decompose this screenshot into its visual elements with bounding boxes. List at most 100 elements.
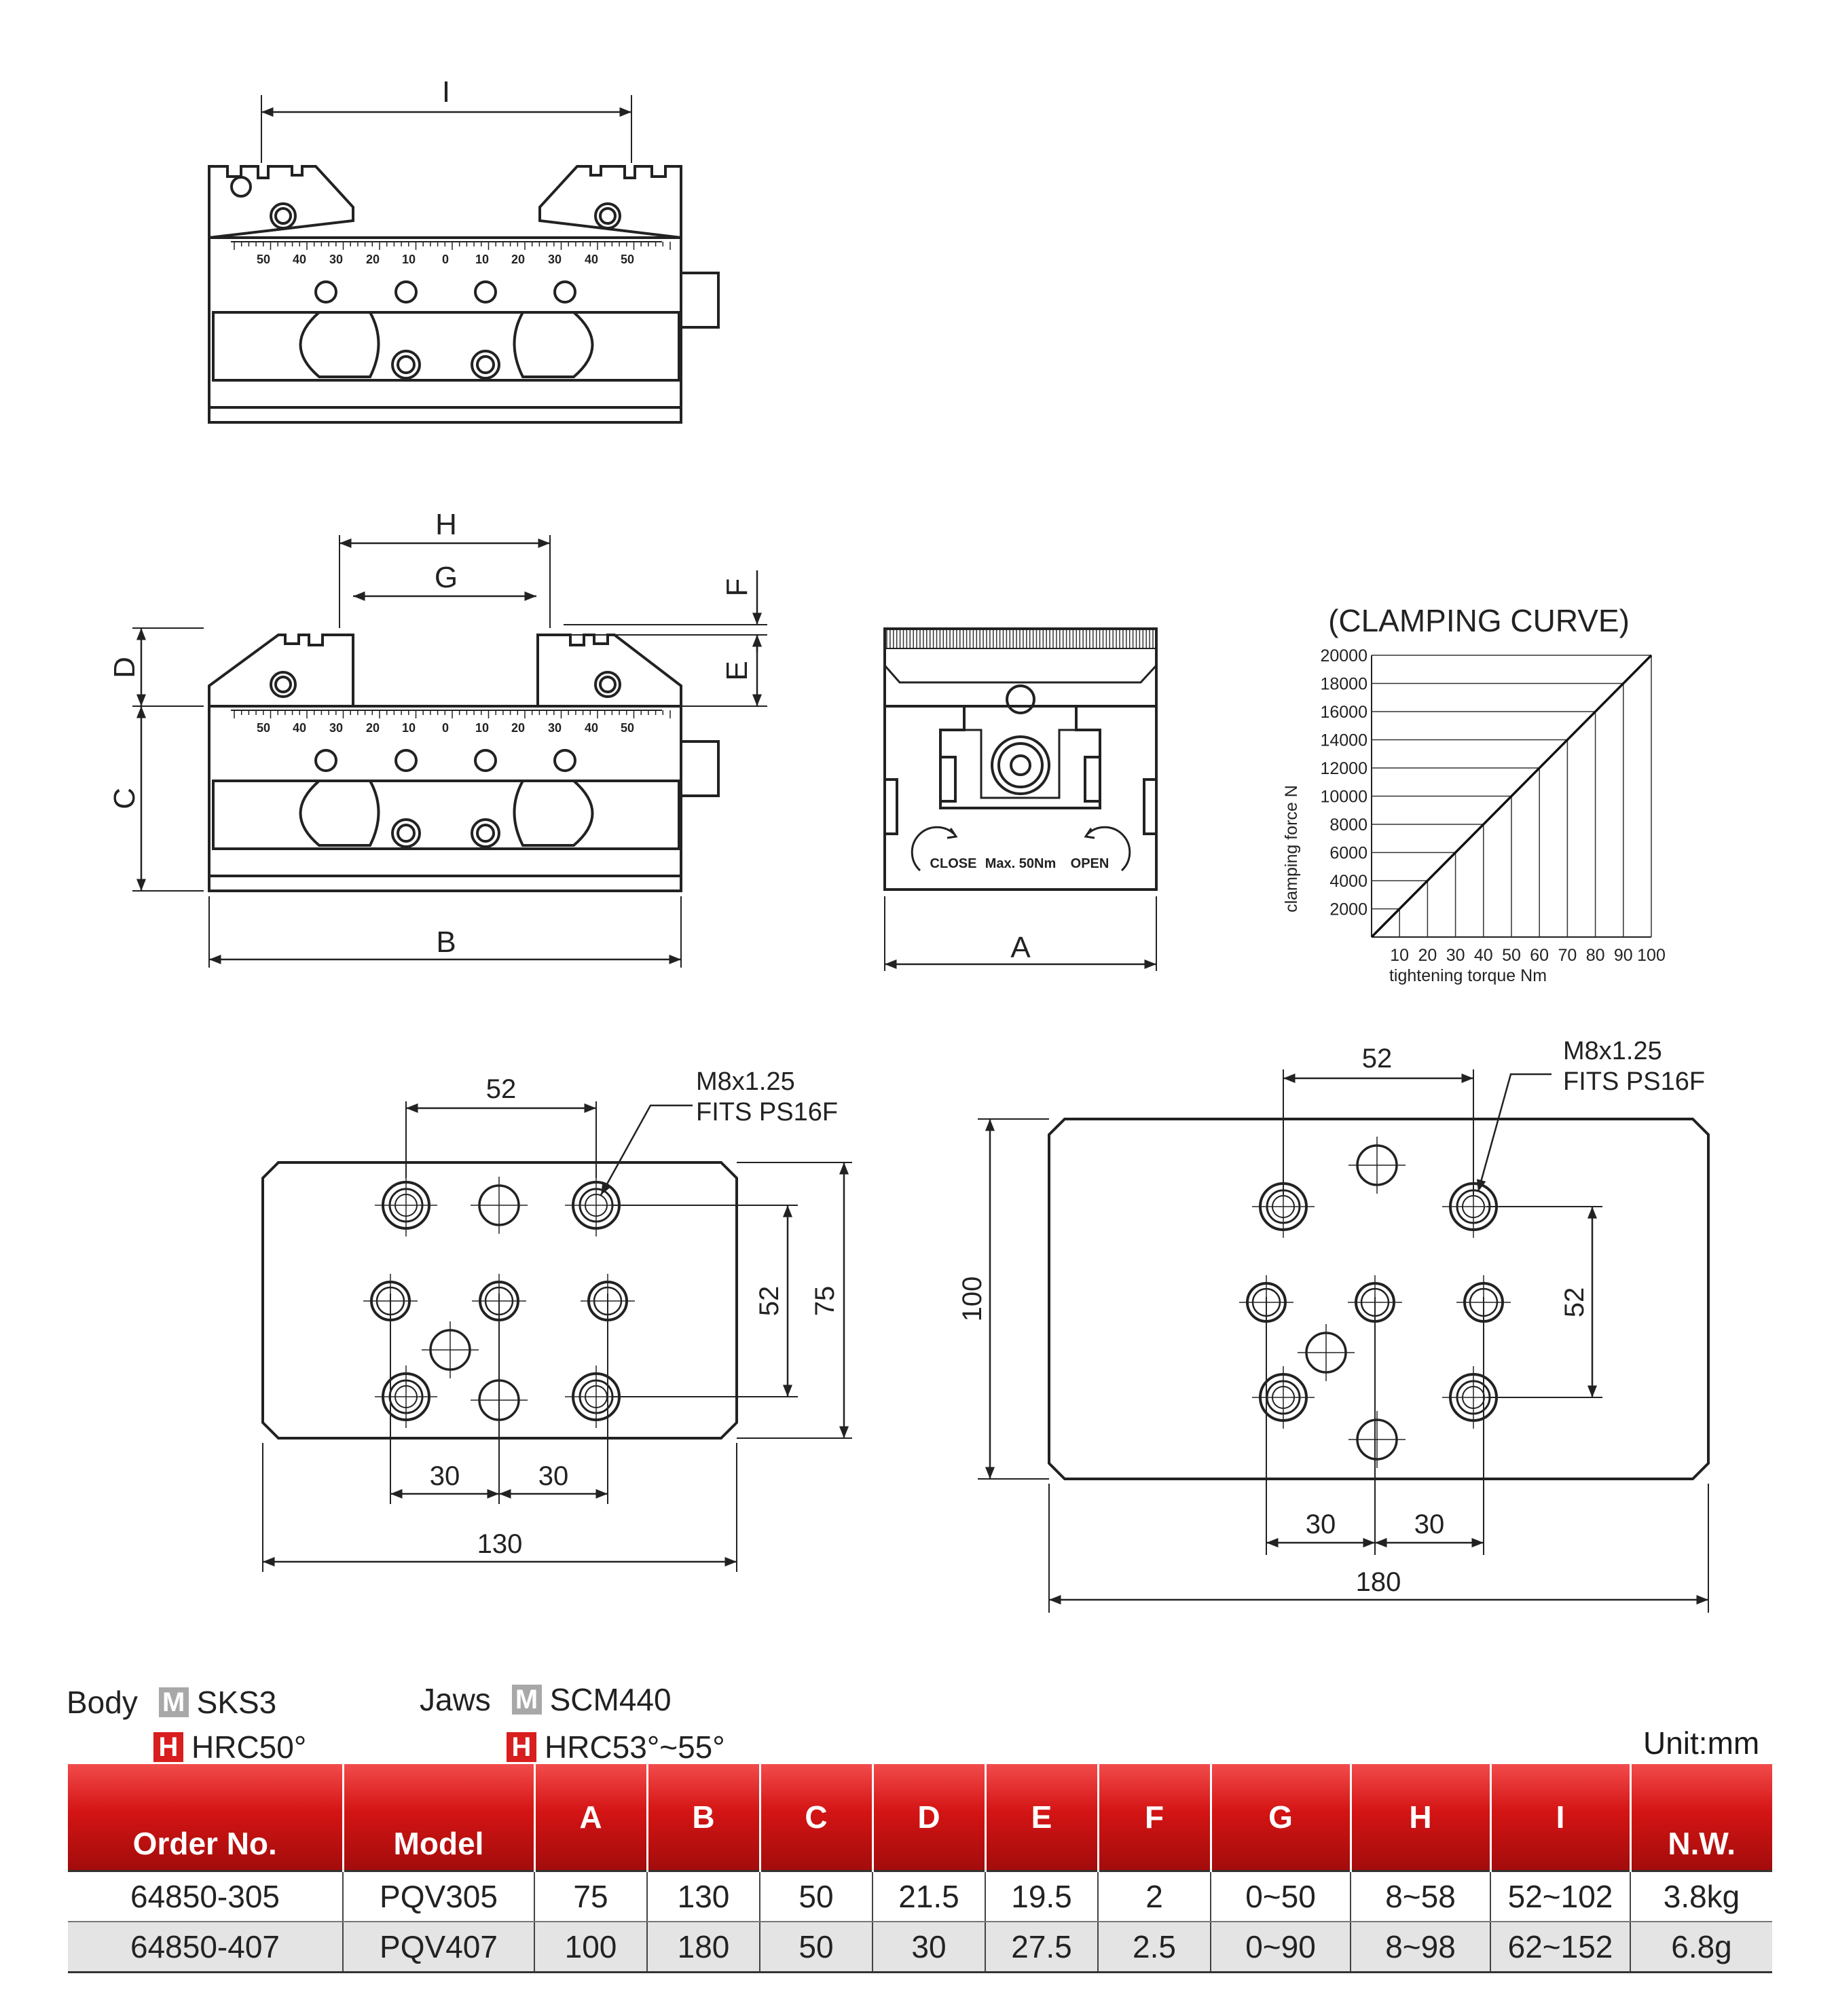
dim-I-label: I <box>442 75 450 109</box>
svg-text:50: 50 <box>621 721 634 735</box>
chart-ylabel: clamping force N <box>1282 785 1301 913</box>
table-cell: 130 <box>646 1870 760 1922</box>
table-cell: 50 <box>759 1870 873 1922</box>
col-A: A <box>533 1764 647 1871</box>
x-tick-label: 10 <box>1390 946 1409 965</box>
clamping-chart: 2000400060008000100001200014000160001800… <box>1320 646 1665 965</box>
y-tick-label: 14000 <box>1320 731 1367 750</box>
front-ticks <box>234 710 671 718</box>
through-hole <box>471 1372 528 1429</box>
svg-text:10: 10 <box>402 721 416 735</box>
through-hole <box>1298 1324 1355 1381</box>
threaded-hole <box>1442 1366 1505 1429</box>
threaded-hole <box>375 1366 437 1428</box>
table-cell: PQV305 <box>342 1870 534 1922</box>
plate-large <box>978 1069 1710 1613</box>
svg-text:30: 30 <box>548 721 562 735</box>
dim-E-label: E <box>720 661 754 680</box>
svg-text:10: 10 <box>475 253 489 266</box>
svg-text:40: 40 <box>585 253 598 266</box>
through-hole <box>581 1274 635 1328</box>
small-dim-130: 130 <box>477 1529 523 1559</box>
svg-text:30: 30 <box>329 253 343 266</box>
col-I: I <box>1489 1764 1630 1871</box>
front-view <box>132 535 767 968</box>
y-tick-label: 12000 <box>1320 759 1367 778</box>
large-dim-180: 180 <box>1356 1567 1401 1597</box>
svg-text:40: 40 <box>585 721 598 735</box>
svg-text:40: 40 <box>293 253 306 266</box>
threaded-hole <box>565 1174 627 1236</box>
svg-text:50: 50 <box>257 253 270 266</box>
svg-text:50: 50 <box>257 721 270 735</box>
x-tick-label: 80 <box>1586 946 1605 965</box>
chart-heading: (CLAMPING CURVE) <box>1328 603 1630 638</box>
svg-text:0: 0 <box>442 253 449 266</box>
col-D: D <box>871 1764 985 1871</box>
x-tick-label: 90 <box>1614 946 1633 965</box>
svg-text:20: 20 <box>366 253 380 266</box>
through-hole <box>1239 1275 1293 1330</box>
y-tick-label: 16000 <box>1320 703 1367 722</box>
table-cell: 52~102 <box>1490 1870 1630 1922</box>
small-fits-label: FITS PS16F <box>696 1098 838 1126</box>
threaded-hole <box>1252 1175 1315 1238</box>
dim-B-label: B <box>436 925 456 959</box>
jaws-label: Jaws <box>420 1681 491 1717</box>
table-cell: 21.5 <box>872 1870 985 1922</box>
body-hardness-value: HRC50° <box>191 1729 307 1765</box>
x-tick-label: 50 <box>1502 946 1521 965</box>
table-cell: 30 <box>872 1922 985 1973</box>
small-dim-52-vert: 52 <box>754 1286 784 1317</box>
top-ticks <box>234 242 671 250</box>
table-cell: 64850-305 <box>68 1870 343 1922</box>
table-cell: 2 <box>1097 1870 1211 1922</box>
dim-C-label: C <box>108 788 141 809</box>
table-row: 64850-407 PQV407 100 180 50 30 27.5 2.5 … <box>68 1922 1772 1973</box>
top-scale-labels: 50 40 30 20 10 0 10 20 30 40 50 <box>257 253 634 266</box>
table-cell: 0~90 <box>1210 1922 1351 1973</box>
table-cell: 19.5 <box>985 1870 1098 1922</box>
threaded-hole <box>375 1174 437 1236</box>
side-view <box>883 627 1158 971</box>
table-cell: 50 <box>759 1922 873 1973</box>
close-label: CLOSE <box>930 856 977 871</box>
large-plate-holes <box>1239 1137 1511 1468</box>
unit-label: Unit:mm <box>1643 1725 1760 1761</box>
small-plate-holes <box>363 1174 635 1429</box>
material-badge: M <box>511 1684 542 1715</box>
svg-text:20: 20 <box>511 253 525 266</box>
open-label: OPEN <box>1071 856 1109 871</box>
through-hole <box>422 1321 479 1378</box>
x-tick-label: 20 <box>1418 946 1437 965</box>
y-tick-label: 2000 <box>1329 900 1367 919</box>
col-H: H <box>1349 1764 1490 1871</box>
dim-H-label: H <box>435 508 457 541</box>
small-dim-75-vert: 75 <box>810 1286 840 1317</box>
top-view <box>208 95 720 424</box>
table-cell: 2.5 <box>1097 1922 1211 1973</box>
table-cell: 100 <box>534 1922 647 1973</box>
plate-small <box>261 1101 852 1572</box>
table-cell: 64850-407 <box>68 1922 343 1973</box>
body-label: Body <box>67 1684 138 1720</box>
side-serrations <box>886 630 1154 648</box>
table-cell: 3.8kg <box>1630 1870 1772 1922</box>
svg-text:50: 50 <box>621 253 634 266</box>
body-material-value: SKS3 <box>196 1684 277 1720</box>
table-cell: 6.8g <box>1630 1922 1772 1973</box>
col-order-no: Order No. <box>68 1764 343 1871</box>
threaded-hole <box>565 1366 627 1428</box>
large-dim-100-vert: 100 <box>957 1277 987 1322</box>
small-dim-30b: 30 <box>538 1461 569 1491</box>
jaws-hardness-value: HRC53°~55° <box>545 1729 725 1765</box>
table-cell: 0~50 <box>1210 1870 1351 1922</box>
through-hole <box>472 1274 526 1328</box>
large-dim-30b: 30 <box>1414 1509 1445 1539</box>
small-dim-52-top: 52 <box>486 1074 517 1104</box>
jaws-material-value: SCM440 <box>549 1681 672 1717</box>
svg-text:10: 10 <box>475 721 489 735</box>
col-G: G <box>1209 1764 1351 1871</box>
